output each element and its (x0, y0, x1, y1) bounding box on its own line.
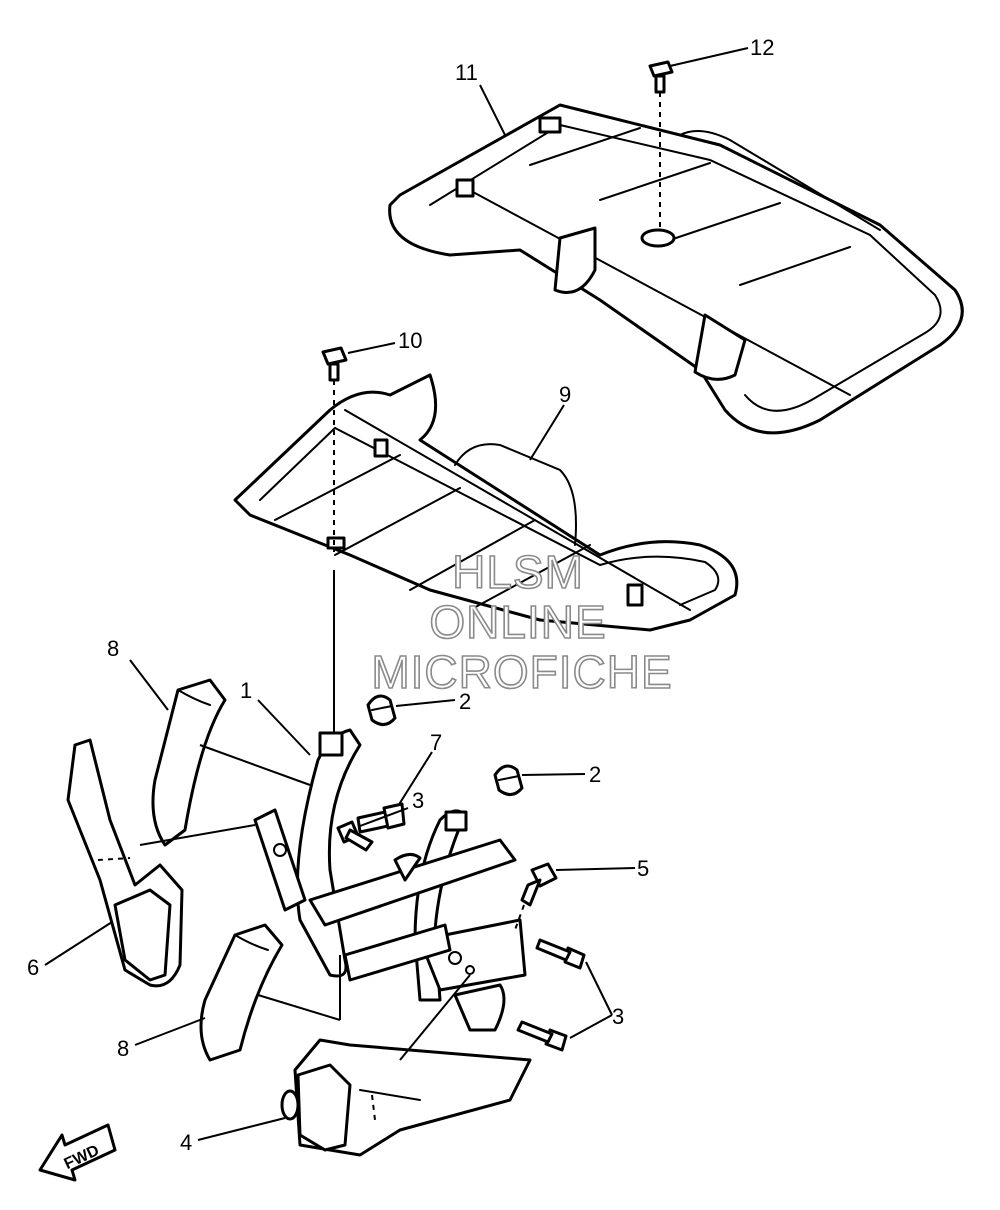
upper-carrier-rack (388, 103, 964, 435)
leader-8-upper-b (199, 744, 311, 786)
leader-8-lower-b (257, 994, 341, 1021)
callout-1: 1 (240, 678, 252, 703)
bolt-3-upper (336, 820, 374, 852)
callout-10: 10 (398, 328, 422, 353)
callout-6: 6 (27, 955, 39, 980)
leader-1 (257, 699, 311, 756)
leader-12 (669, 47, 749, 67)
leader-3-upper (359, 807, 409, 827)
lower-carrier-rack (233, 373, 739, 632)
callout-2-lower: 2 (589, 762, 601, 787)
callout-5: 5 (637, 856, 649, 881)
callout-8-lower: 8 (117, 1036, 129, 1061)
mud-guard-right (280, 1038, 532, 1157)
fwd-arrow-icon: FWD (38, 1123, 117, 1182)
leader-8-lower (134, 1017, 206, 1046)
callout-3-lower: 3 (612, 1004, 624, 1029)
callout-11: 11 (455, 60, 478, 85)
bolt-12 (648, 60, 674, 232)
callout-9: 9 (559, 382, 571, 407)
callout-2-upper: 2 (459, 689, 471, 714)
callout-12: 12 (750, 35, 774, 60)
leader-8-upper (129, 659, 169, 711)
leader-11 (479, 84, 506, 136)
watermark-line-3: MICROFICHE (371, 646, 672, 698)
callout-4: 4 (180, 1130, 192, 1155)
callout-8-upper: 8 (107, 636, 119, 661)
watermark-line-1: HLSM (452, 546, 584, 598)
leader-3-lower (569, 1014, 613, 1039)
rear-frame (253, 728, 527, 1032)
callout-7: 7 (430, 730, 442, 755)
leader-4-b (399, 974, 471, 1061)
leader-3-right (585, 961, 613, 1016)
bolt-5 (514, 862, 558, 931)
leader-4 (197, 1117, 286, 1141)
grommet-lower (493, 764, 524, 796)
grommet-upper (366, 694, 397, 726)
leader-6-b (139, 824, 256, 846)
callout-3-upper: 3 (412, 788, 424, 813)
leader-9 (529, 404, 565, 461)
watermark-line-2: ONLINE (429, 596, 606, 648)
bolt-3-right (535, 938, 586, 970)
protector-pad-upper (151, 678, 227, 847)
leader-10 (347, 342, 396, 354)
bolt-10 (321, 346, 348, 735)
leader-5 (555, 867, 636, 871)
bolt-3-lower (516, 1020, 568, 1052)
leader-2-upper (395, 699, 456, 707)
leader-7 (397, 751, 433, 807)
protector-pad-lower (199, 923, 284, 1062)
leader-2-lower (521, 773, 586, 776)
mud-guard-left (66, 738, 184, 988)
leader-6 (44, 921, 113, 966)
